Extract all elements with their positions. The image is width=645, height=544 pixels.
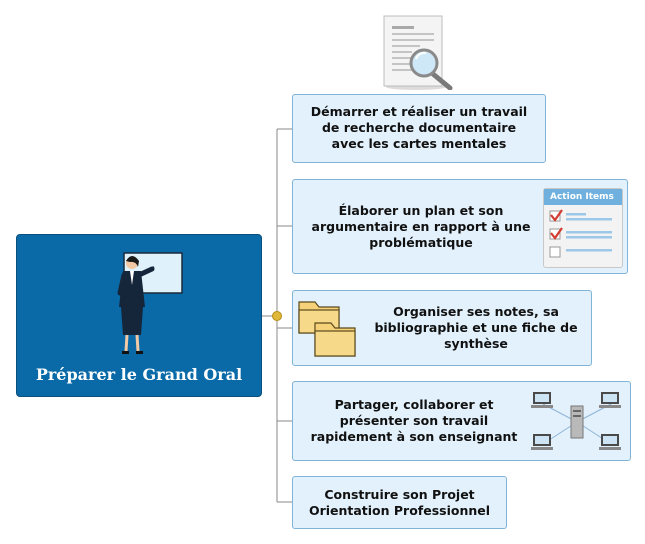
folders-icon: [298, 301, 356, 357]
topic-partager[interactable]: Partager, collaborer et présenter son tr…: [292, 381, 631, 461]
topic-notes[interactable]: Organiser ses notes, sa bibliographie et…: [292, 290, 592, 366]
central-topic-title: Préparer le Grand Oral: [35, 365, 243, 384]
topic-partager-label: Partager, collaborer et présenter son tr…: [310, 397, 518, 444]
network-icon: [531, 392, 621, 450]
document-search-icon: [383, 15, 453, 90]
topic-notes-label: Organiser ses notes, sa bibliographie et…: [374, 304, 578, 351]
action-items-icon: Action Items: [543, 188, 623, 268]
junction-dot: [272, 311, 282, 321]
topic-recherche[interactable]: Démarrer et réaliser un travail de reche…: [292, 94, 546, 163]
topic-projet[interactable]: Construire son Projet Orientation Profes…: [292, 476, 507, 529]
topic-recherche-label: Démarrer et réaliser un travail de reche…: [310, 104, 528, 151]
topic-plan-label: Élaborer un plan et son argumentaire en …: [311, 203, 531, 250]
central-topic[interactable]: Préparer le Grand Oral: [16, 234, 262, 397]
presenter-icon: [117, 252, 183, 354]
topic-plan[interactable]: Élaborer un plan et son argumentaire en …: [292, 179, 628, 274]
topic-projet-label: Construire son Projet Orientation Profes…: [308, 487, 491, 518]
